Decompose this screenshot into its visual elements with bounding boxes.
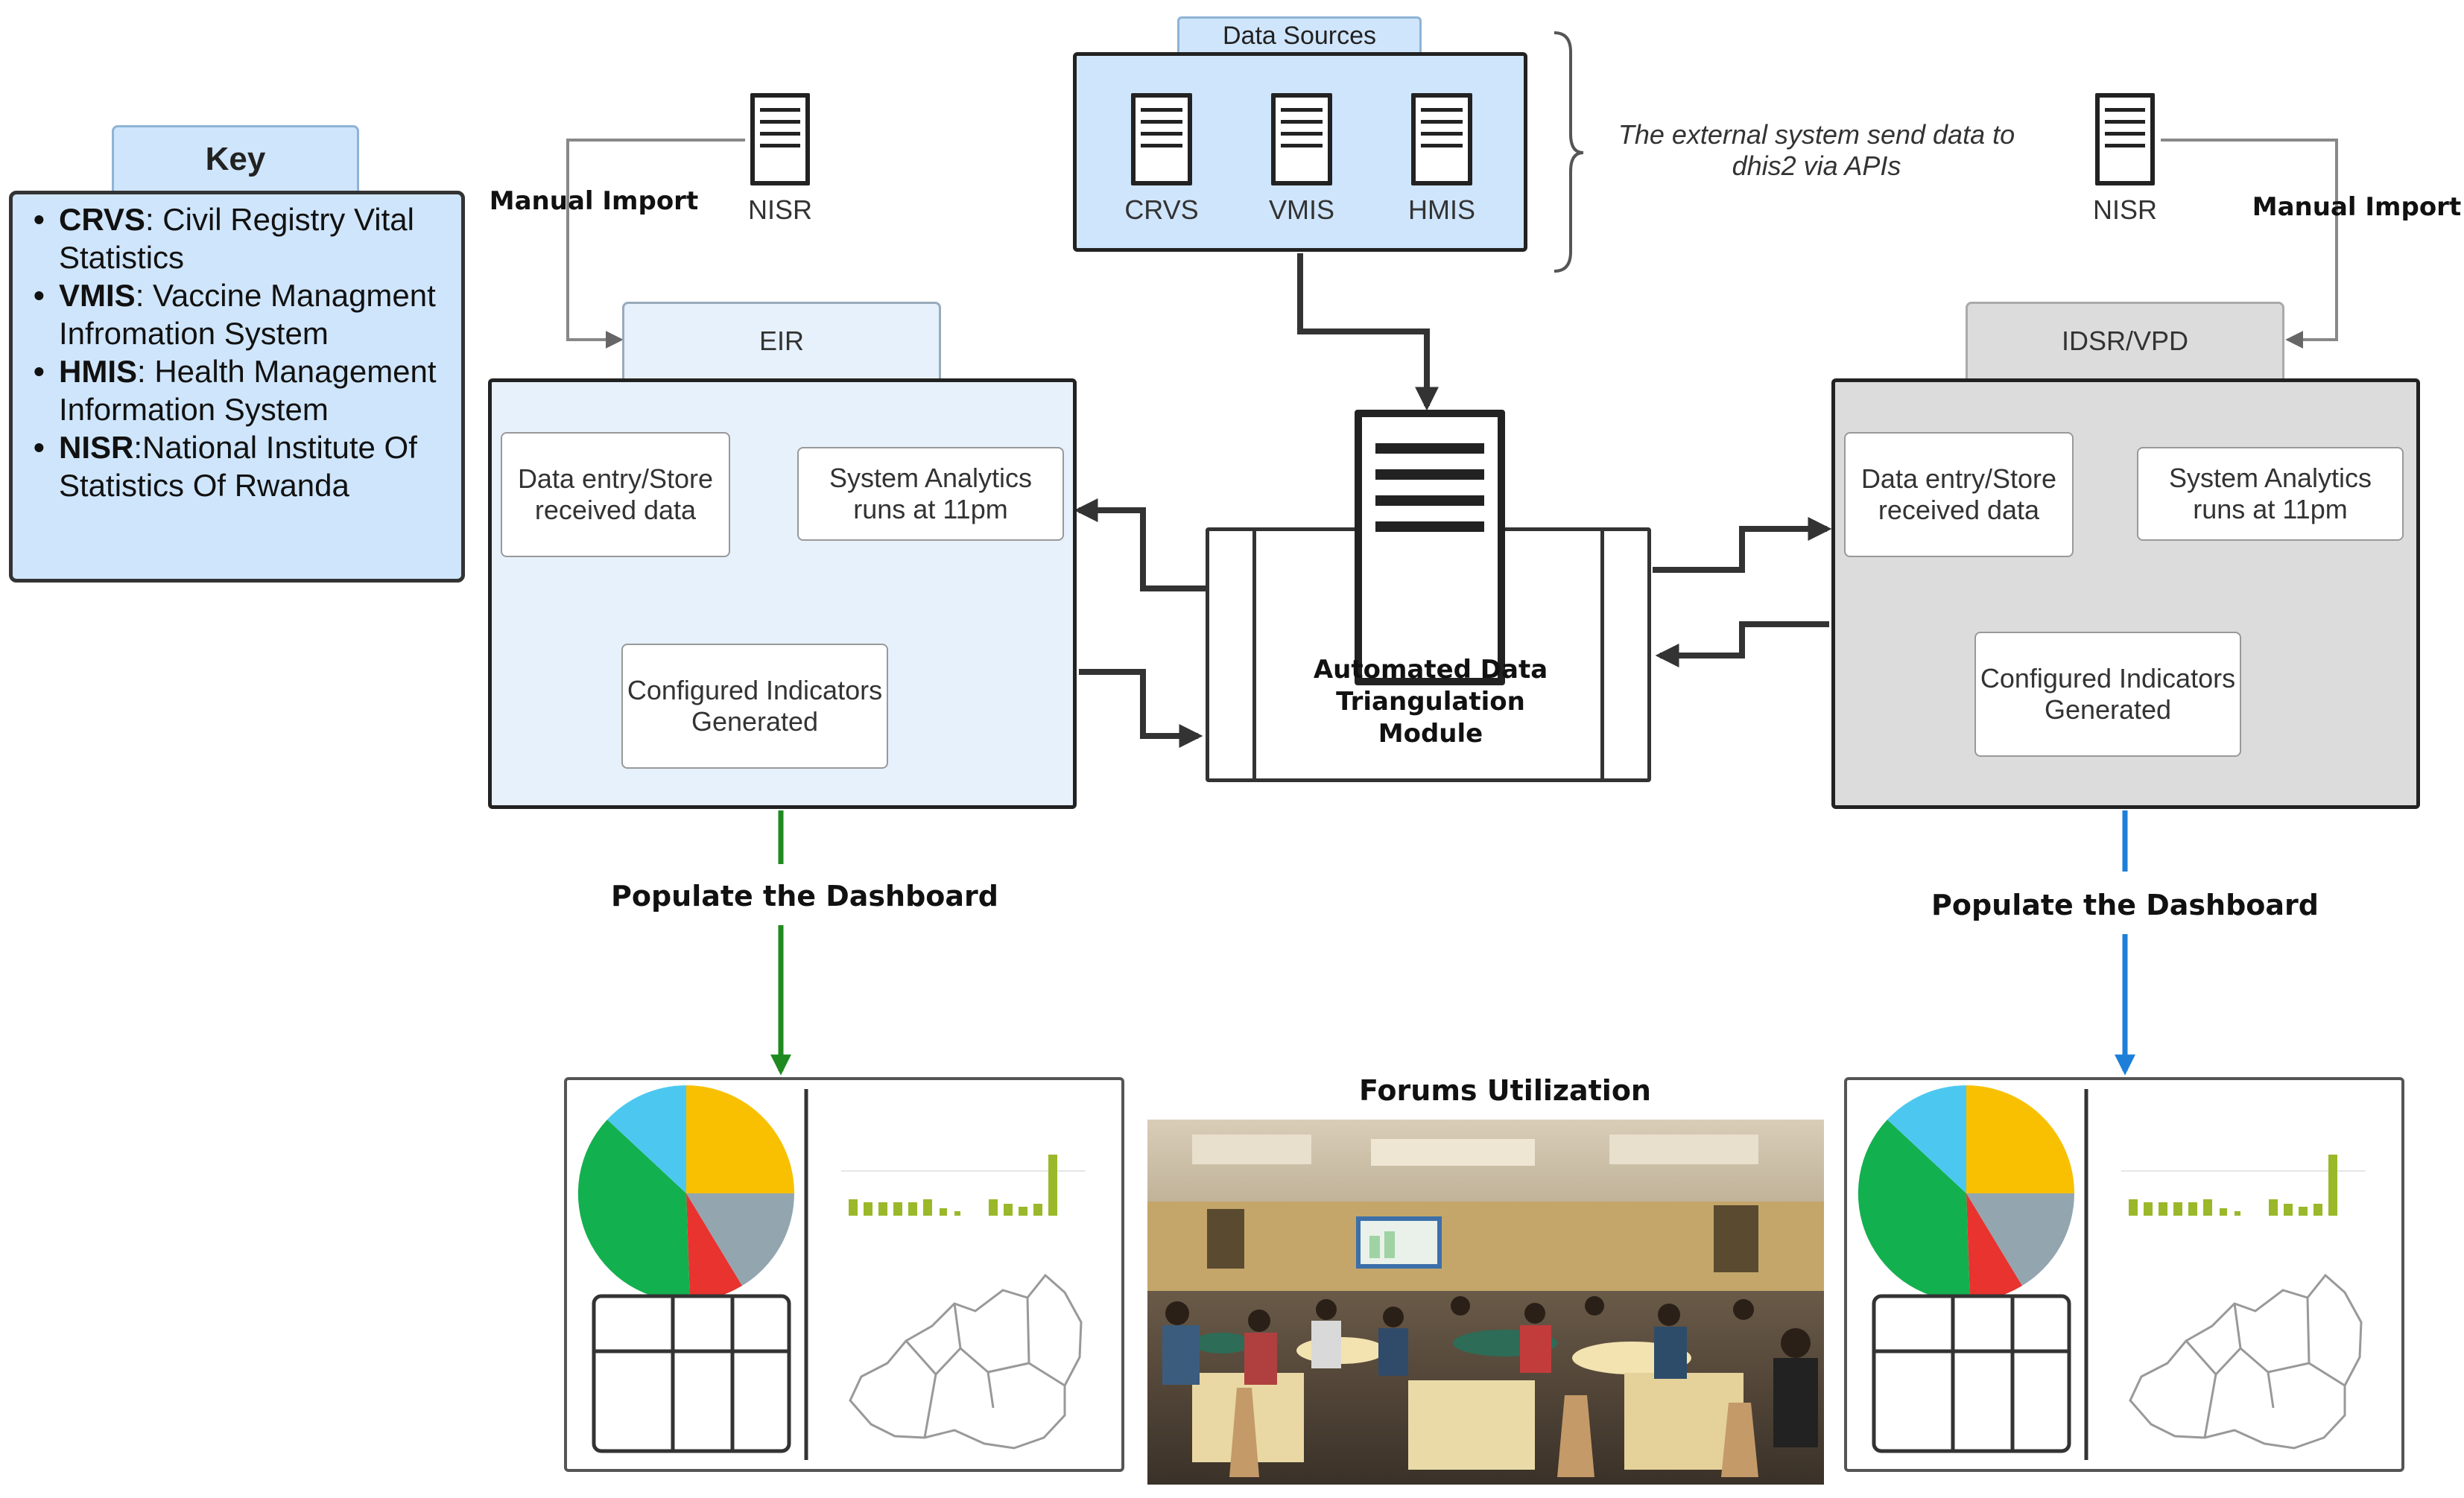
bar-chart-icon	[2121, 1155, 2366, 1216]
server-icon	[1355, 410, 1505, 685]
eir-step-analytics: System Analytics runs at 11pm	[797, 447, 1064, 541]
nisr-label-left: NISR	[747, 194, 812, 225]
idsr-step-analytics: System Analytics runs at 11pm	[2137, 447, 2404, 541]
idsr-step-data-entry: Data entry/Store received data	[1844, 432, 2074, 557]
manual-import-label-left: Manual Import	[489, 186, 699, 216]
server-icon	[2095, 93, 2155, 185]
key-item-vmis: •VMIS: Vaccine Managment Infromation Sys…	[34, 278, 436, 351]
server-icon	[1411, 93, 1472, 185]
server-icon	[1271, 93, 1332, 185]
rwanda-map-icon	[849, 1273, 1083, 1450]
api-note: The external system send data to dhis2 v…	[1618, 119, 2015, 181]
server-icon	[750, 93, 810, 185]
dashboard-left	[564, 1077, 1124, 1472]
server-label-hmis: HMIS	[1408, 194, 1475, 225]
eir-step-data-entry: Data entry/Store received data	[501, 432, 730, 557]
module-to-idsr-arrow	[1653, 517, 1832, 573]
idsr-to-module-arrow	[1655, 621, 1829, 667]
pie-chart-icon	[577, 1085, 794, 1302]
idsr-tab: IDSR/VPD	[1966, 302, 2284, 381]
populate-label-left: Populate the Dashboard	[610, 880, 998, 913]
key-item-nisr: •NISR:National Institute Of Statistics O…	[34, 430, 417, 503]
manual-import-connector-left	[566, 139, 745, 349]
module-to-eir-arrow	[1074, 498, 1206, 591]
key-item-crvs: •CRVS: Civil Registry Vital Statistics	[34, 202, 414, 275]
module-label: Automated Data Triangulation Module	[1313, 654, 1548, 749]
key-title: Key	[112, 125, 359, 194]
table-icon	[592, 1294, 791, 1453]
dashboard-right	[1844, 1077, 2404, 1472]
data-sources-brace	[1554, 31, 1584, 273]
eir-step-indicators: Configured Indicators Generated	[621, 644, 888, 769]
data-sources-to-module-arrow	[1297, 253, 1439, 411]
forums-title: Forums Utilization	[1359, 1074, 1651, 1107]
server-icon	[1131, 93, 1192, 185]
bar-chart-icon	[841, 1155, 1086, 1216]
pie-chart-icon	[1857, 1085, 2074, 1302]
data-sources-title: Data Sources	[1177, 16, 1422, 55]
nisr-label-right: NISR	[2092, 194, 2157, 225]
populate-label-right: Populate the Dashboard	[1931, 889, 2319, 921]
eir-to-module-arrow	[1079, 669, 1203, 748]
photo	[1147, 1120, 1824, 1485]
rwanda-map-icon	[2129, 1273, 2363, 1450]
key-item-hmis: •HMIS: Health Management Information Sys…	[34, 354, 437, 427]
idsr-step-indicators: Configured Indicators Generated	[1974, 632, 2241, 757]
key-legend: •CRVS: Civil Registry Vital Statistics •…	[9, 191, 465, 583]
table-icon	[1872, 1294, 2071, 1453]
manual-import-connector-right	[2161, 139, 2338, 349]
server-label-crvs: CRVS	[1124, 194, 1199, 225]
server-label-vmis: VMIS	[1268, 194, 1334, 225]
eir-tab: EIR	[622, 302, 941, 381]
manual-import-label-right: Manual Import	[2252, 192, 2462, 222]
